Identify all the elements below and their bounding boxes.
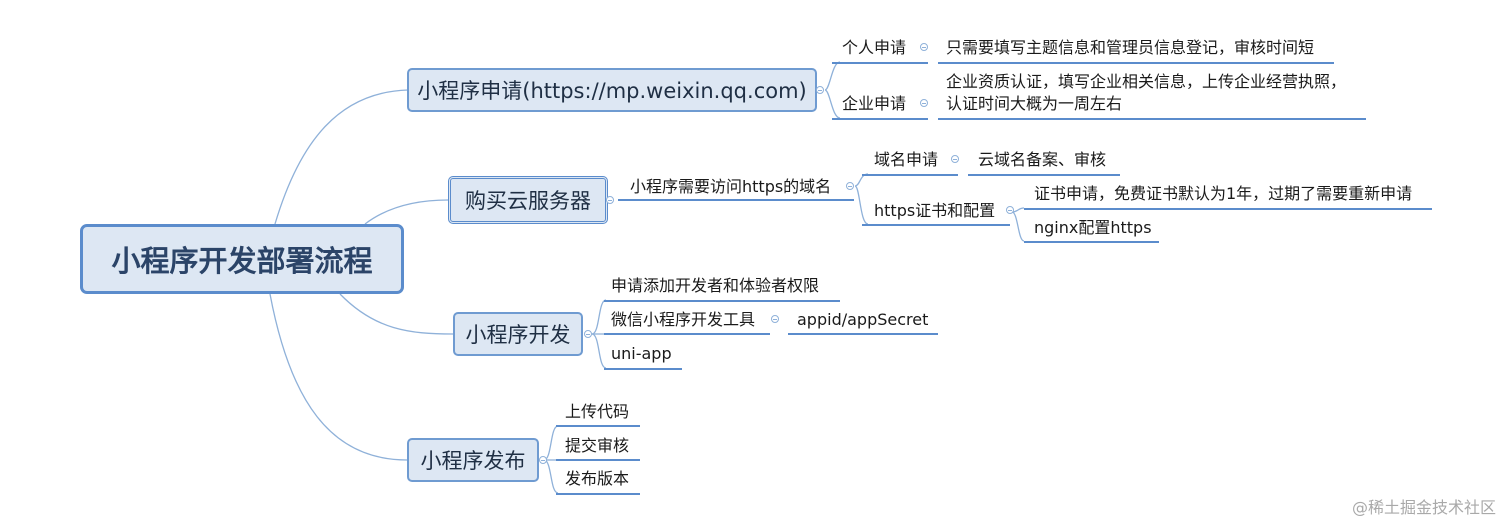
branch-label: 小程序开发 (465, 323, 571, 347)
root-topic[interactable]: 小程序开发部署流程 (80, 224, 404, 294)
underline (1024, 241, 1159, 243)
watermark: @稀土掘金技术社区 (1351, 498, 1496, 517)
domain-apply-detail: 云域名备案、审核 (978, 150, 1107, 169)
https-domain-requirement: 小程序需要访问https的域名 (630, 177, 832, 196)
upload-code: 上传代码 (565, 402, 630, 421)
underline (788, 333, 938, 335)
wechat-devtools: 微信小程序开发工具 (611, 310, 756, 329)
personal-apply-detail: 只需要填写主题信息和管理员信息登记，审核时间短 (946, 38, 1315, 57)
collapse-icon[interactable] (606, 196, 614, 204)
appid-appsecret: appid/appSecret (797, 310, 929, 329)
dev-permissions: 申请添加开发者和体验者权限 (611, 276, 820, 295)
personal-apply: 个人申请 (842, 38, 907, 57)
underline (556, 425, 640, 427)
submit-review: 提交审核 (565, 436, 630, 455)
collapse-icon[interactable] (1006, 206, 1014, 214)
publish-version: 发布版本 (565, 469, 630, 488)
underline (862, 174, 958, 176)
collapse-icon[interactable] (920, 43, 928, 51)
uni-app: uni-app (611, 344, 672, 363)
branch-miniprogram-apply[interactable]: 小程序申请(https://mp.weixin.qq.com) (407, 68, 817, 112)
collapse-icon[interactable] (771, 315, 779, 323)
underline (968, 174, 1120, 176)
underline (938, 118, 1366, 120)
underline (832, 62, 928, 64)
underline (938, 62, 1334, 64)
branch-buy-server[interactable]: 购买云服务器 (448, 176, 608, 224)
enterprise-apply-detail-1: 企业资质认证，填写企业相关信息，上传企业经营执照， (946, 72, 1347, 91)
collapse-icon[interactable] (951, 155, 959, 163)
branch-development[interactable]: 小程序开发 (453, 312, 583, 356)
collapse-icon[interactable] (920, 99, 928, 107)
underline (556, 459, 640, 461)
collapse-icon[interactable] (816, 86, 824, 94)
underline (604, 333, 770, 335)
collapse-icon[interactable] (846, 182, 854, 190)
root-topic-label: 小程序开发部署流程 (111, 244, 373, 278)
nginx-config: nginx配置https (1034, 218, 1152, 237)
branch-label: 小程序发布 (420, 449, 526, 473)
domain-apply: 域名申请 (874, 150, 939, 169)
collapse-icon[interactable] (584, 330, 592, 338)
enterprise-apply: 企业申请 (842, 94, 907, 113)
branch-label: 购买云服务器 (465, 189, 591, 213)
cert-apply-detail: 证书申请，免费证书默认为1年，过期了需要重新申请 (1034, 184, 1413, 203)
underline (618, 199, 854, 201)
underline (1024, 208, 1432, 210)
underline (556, 493, 640, 495)
underline (862, 224, 1010, 226)
enterprise-apply-detail-2: 认证时间大概为一周左右 (946, 94, 1123, 113)
underline (832, 118, 928, 120)
https-cert-config: https证书和配置 (874, 201, 996, 220)
underline (604, 368, 682, 370)
collapse-icon[interactable] (539, 456, 547, 464)
branch-release[interactable]: 小程序发布 (407, 438, 539, 482)
underline (604, 300, 840, 302)
branch-label: 小程序申请(https://mp.weixin.qq.com) (417, 79, 807, 103)
